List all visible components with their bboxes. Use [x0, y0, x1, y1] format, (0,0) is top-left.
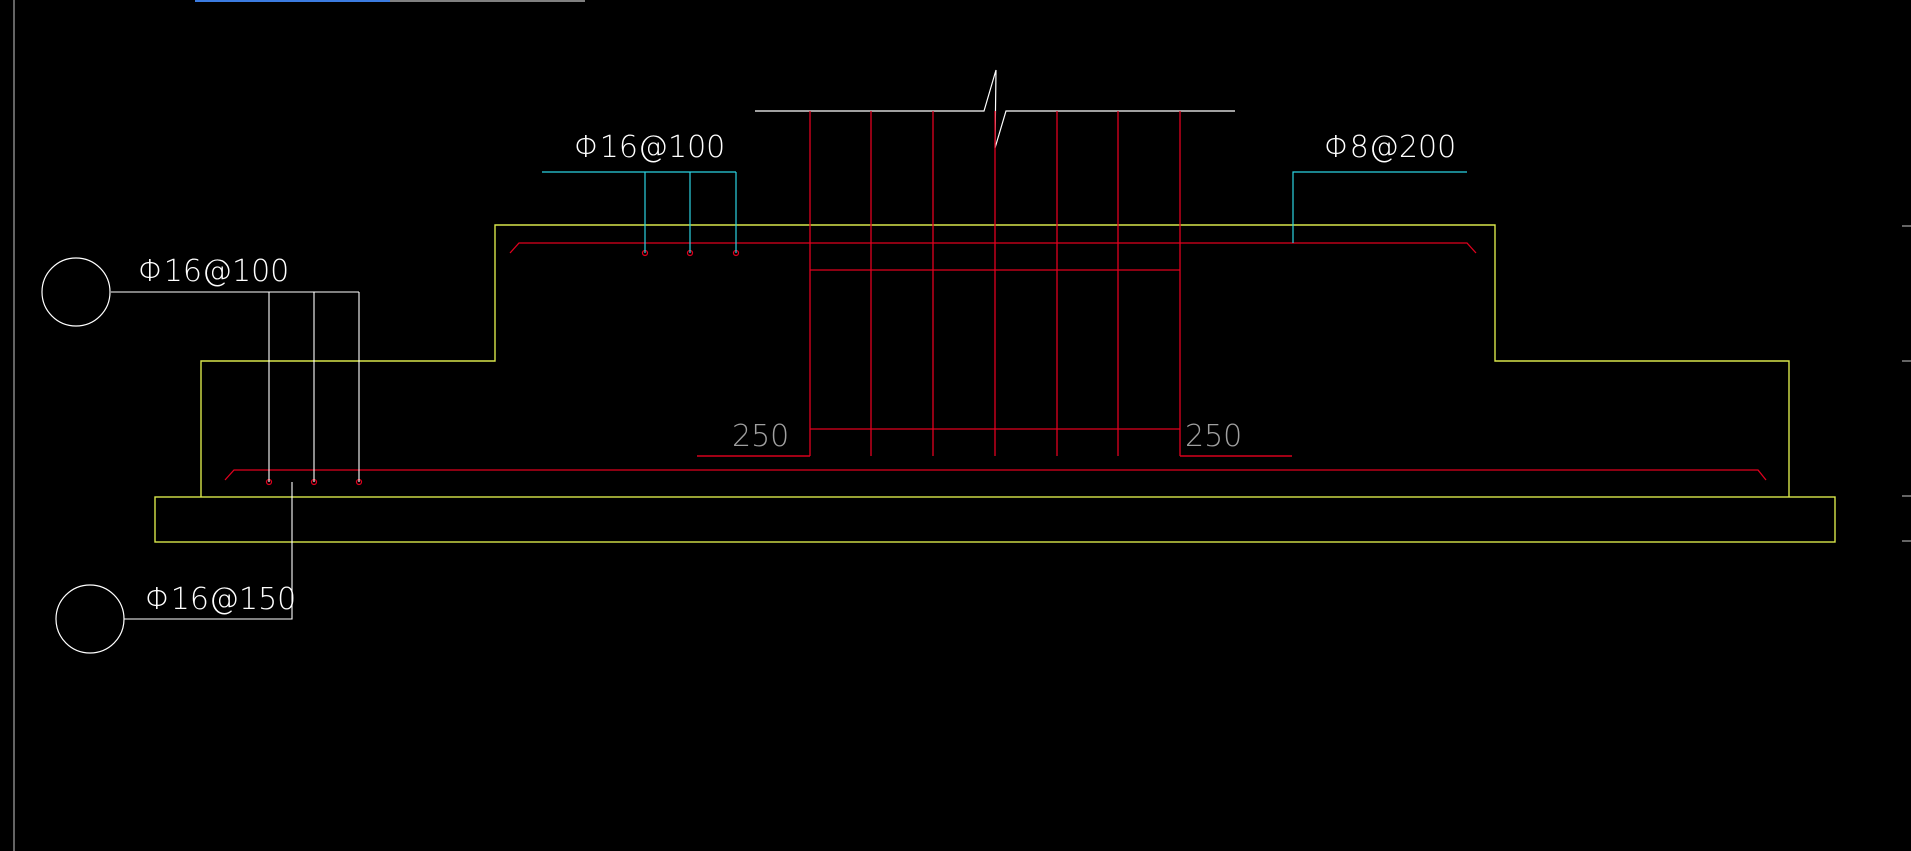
column-break-line [755, 69, 1235, 149]
label-top-rebar-right: Φ8@200 [1324, 130, 1456, 165]
right-edge-ticks [1902, 225, 1911, 542]
label-bottom-rebar-upper: Φ16@100 [138, 254, 289, 289]
label-top-rebar-left: Φ16@100 [574, 130, 725, 165]
callout-marker-2[interactable] [55, 584, 125, 654]
label-bottom-rebar-lower: Φ16@150 [145, 582, 296, 617]
callout-marker-1[interactable] [41, 257, 111, 327]
top-left-leader [542, 171, 737, 253]
dimension-right-250: 250 [1185, 419, 1242, 454]
bedding-layer [154, 496, 1836, 543]
marker-2-leader [124, 482, 293, 620]
top-right-leader [1292, 171, 1467, 243]
bottom-mesh-rebar [224, 469, 1767, 481]
dimension-left-250: 250 [732, 419, 789, 454]
marker-1-leader [111, 291, 360, 482]
top-mesh-rebar [509, 242, 1477, 254]
column-stirrups [810, 269, 1180, 430]
column-vertical-rebars [809, 111, 1181, 456]
